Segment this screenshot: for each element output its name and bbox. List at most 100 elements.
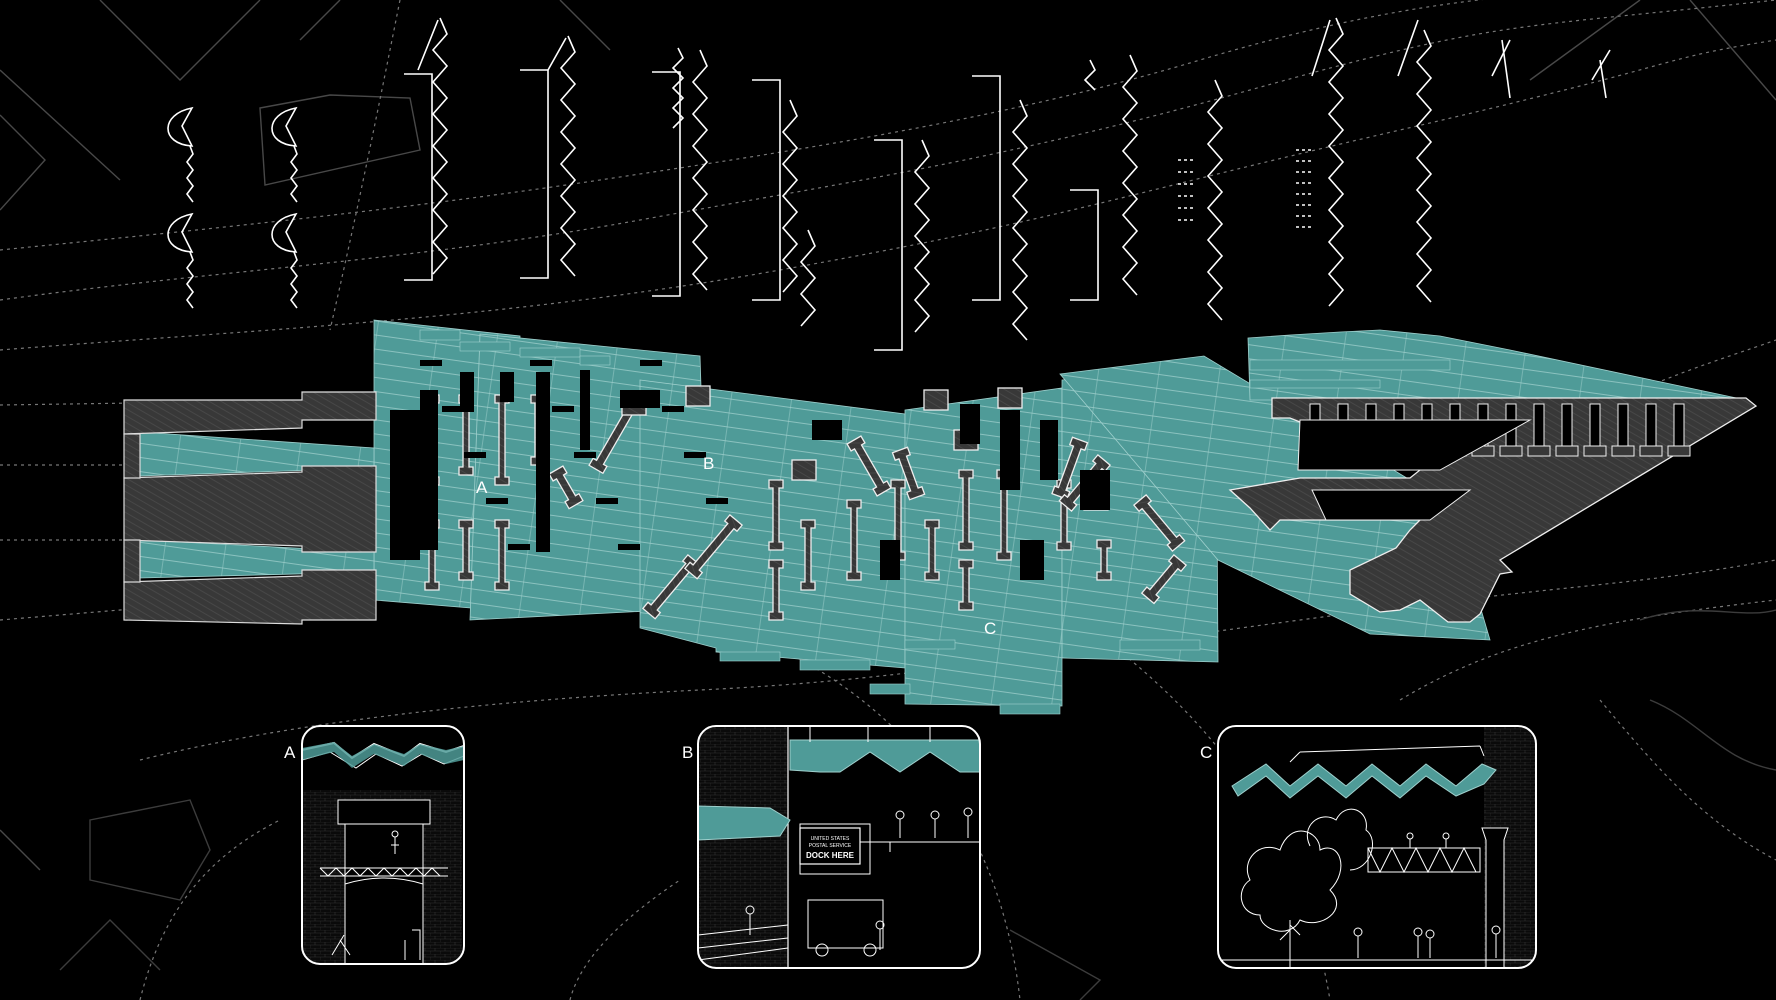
elevation-zigzag: [913, 139, 931, 333]
site-road-outlines: [59, 609, 1776, 1000]
sign-line-3: DOCK HERE: [806, 851, 855, 860]
canopy-gap: [1040, 420, 1058, 480]
truss-pad: [1667, 445, 1691, 457]
truss-pad: [1583, 445, 1607, 457]
canopy-gaps: [390, 360, 1110, 580]
pier-diagonal: [846, 435, 892, 497]
truss-pad: [1527, 445, 1551, 457]
elevation-zigzag: [186, 145, 194, 203]
elevation-zigzag: [1011, 99, 1029, 341]
canopy-gap: [620, 390, 660, 408]
platform-blocks: [123, 391, 377, 625]
site-context-lines: [0, 0, 1776, 871]
canopy-gap: [464, 452, 486, 458]
elevation-zigzag: [186, 251, 194, 309]
canopy-gap: [1000, 410, 1020, 490]
canopy-gap: [500, 372, 514, 402]
elevation-zigzag: [1327, 17, 1345, 307]
elevation-zigzag: [290, 145, 298, 203]
elevation-zigzag: [799, 229, 817, 327]
truss-pad: [1555, 445, 1579, 457]
elevation-bracket: [404, 73, 433, 281]
plan-label-a: A: [476, 478, 488, 497]
truss-void: [1297, 419, 1532, 471]
pier-diagonal: [683, 513, 744, 580]
elevation-zigzag: [1121, 54, 1139, 296]
pier-vertical: [1096, 539, 1112, 581]
pier-cap: [791, 459, 817, 481]
canopy-gap: [662, 406, 684, 412]
canopy-gap: [420, 360, 442, 366]
truss-pad: [1499, 445, 1523, 457]
truss-pad: [1611, 445, 1635, 457]
pier-vertical: [768, 479, 784, 551]
elevation-bracket: [520, 69, 549, 279]
canopy-gap: [640, 360, 662, 366]
canopy-gap: [442, 406, 464, 412]
pier-diagonal: [1140, 553, 1188, 605]
canopy-gap: [552, 406, 574, 412]
elevation-crescent: [271, 212, 298, 253]
sign-line-1: UNITED STATES: [811, 836, 850, 842]
canopy-gap: [390, 410, 420, 560]
canopy-gap: [574, 452, 596, 458]
plan-label-b: B: [703, 454, 714, 473]
elevation-diagonal: [1311, 19, 1331, 77]
elevation-zigzag: [691, 49, 709, 291]
canopy-gap: [580, 370, 590, 450]
truss-pad: [1639, 445, 1663, 457]
pier-vertical: [800, 519, 816, 591]
pier-cap: [685, 385, 711, 407]
elevation-diagonal: [547, 37, 567, 71]
elevation-zigzag: [671, 47, 685, 129]
elevation-crescent: [167, 212, 194, 253]
pier-vertical: [958, 469, 974, 551]
canopy-gap: [530, 360, 552, 366]
elevation-bracket: [652, 71, 681, 297]
canopy-gap: [536, 372, 550, 552]
pier-vertical: [458, 519, 474, 581]
pier-diagonal: [548, 465, 584, 510]
plan-label-c: C: [984, 619, 996, 638]
elevation-bracket: [972, 75, 1001, 301]
canopy-gap: [596, 498, 618, 504]
inset-label-a: A: [284, 743, 296, 762]
pier-diagonal: [891, 446, 926, 501]
elevation-zigzag: [1415, 29, 1433, 303]
sign-line-2: POSTAL SERVICE: [809, 843, 852, 849]
pier-vertical: [958, 559, 974, 611]
elevation-post: [1501, 39, 1511, 99]
elevation-zigzag: [559, 35, 577, 277]
elevation-zigzag: [1083, 59, 1096, 91]
pier-cap: [923, 389, 949, 411]
pier-vertical: [890, 479, 906, 561]
canopy-gap: [960, 404, 980, 444]
elevation-crescent: [167, 106, 194, 147]
canopy-gap: [508, 544, 530, 550]
canopy-gap: [420, 390, 438, 550]
pier-vertical: [494, 394, 510, 486]
canopy-gap: [1020, 540, 1044, 580]
pier-diagonal: [1132, 493, 1186, 553]
elevation-diagonal: [1491, 39, 1511, 77]
pier-vertical: [924, 519, 940, 581]
elevation-zigzag: [290, 251, 298, 309]
pier-vertical: [846, 499, 862, 581]
elevation-zigzag: [781, 99, 799, 293]
elevation-lines: [167, 17, 1611, 351]
pier-vertical: [768, 559, 784, 621]
elevation-bracket: [1070, 189, 1099, 301]
canopy-gap: [706, 498, 728, 504]
inset-section-a: [301, 725, 465, 965]
pier-cap: [997, 387, 1023, 409]
elevation-post: [1599, 59, 1607, 99]
elevation-zigzag: [1206, 79, 1224, 321]
truss-inner: [1297, 403, 1691, 521]
canopy-gap: [812, 420, 842, 440]
truss-void: [1311, 489, 1472, 521]
inset-label-c: C: [1200, 743, 1212, 762]
canopy-slivers: [419, 329, 1451, 715]
canopy-gap: [684, 452, 706, 458]
pier-vertical: [494, 519, 510, 591]
